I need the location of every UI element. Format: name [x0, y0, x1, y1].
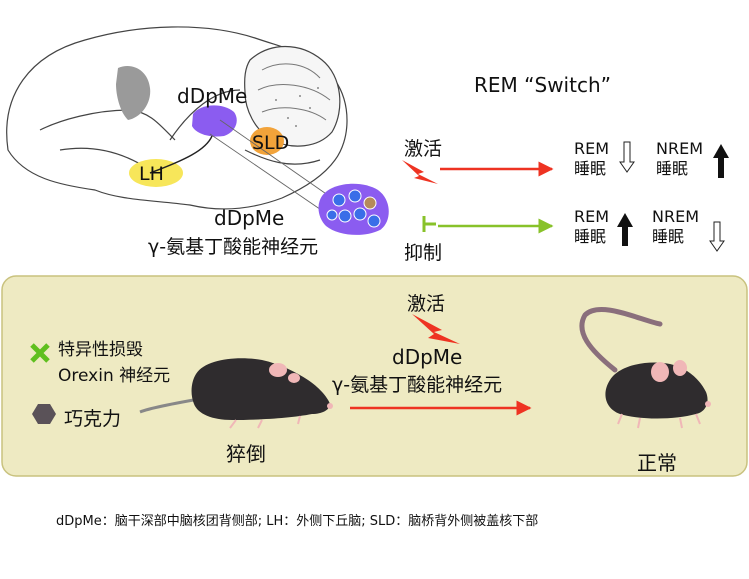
- chocolate-label: 巧克力: [64, 408, 122, 430]
- zoom-line-top: [219, 119, 333, 199]
- switch-title: REM “Switch”: [474, 73, 611, 97]
- ablation-label-line2: Orexin 神经元: [58, 366, 171, 386]
- inhibition-nrem-label: NREM: [652, 207, 699, 226]
- zoom-line-bottom: [209, 133, 331, 217]
- cataplexy-label: 猝倒: [226, 442, 266, 466]
- inhibition-label: 抑制: [404, 242, 443, 264]
- activation-rem: REM 睡眠: [574, 139, 609, 179]
- activation-nrem: NREM 睡眠: [656, 139, 703, 179]
- inhibition-nrem: NREM 睡眠: [652, 207, 699, 247]
- chocolate-hexagon-icon: [32, 404, 56, 424]
- activation-nrem-label: NREM: [656, 139, 703, 158]
- activation-nrem-sleep: 睡眠: [656, 159, 689, 178]
- sld-label: SLD: [252, 132, 290, 154]
- cataplexy-mouse-icon: [139, 358, 333, 429]
- lh-label: LH: [139, 163, 164, 185]
- activation-label: 激活: [404, 138, 443, 160]
- gaba-neuron-label: γ-氨基丁酸能神经元: [148, 236, 319, 258]
- ventricle: [116, 66, 151, 120]
- lightning-activate-icon: [402, 160, 438, 184]
- target-ddpme-label: dDpMe: [392, 345, 463, 369]
- knockout-x-icon: [30, 343, 50, 363]
- ablation-label-line1: 特异性损毁: [58, 340, 143, 360]
- hollow-down-arrow-icon: [709, 221, 725, 252]
- lightning-activate-icon: [412, 314, 460, 344]
- zoom-ddpme-label: dDpMe: [214, 206, 285, 230]
- inhibition-nrem-sleep: 睡眠: [652, 227, 685, 246]
- inhibition-rem: REM 睡眠: [574, 207, 609, 247]
- ddpme-zoom-inset: [318, 183, 389, 235]
- target-gaba-label: γ-氨基丁酸能神经元: [332, 374, 503, 396]
- sld-region: [250, 127, 284, 155]
- activation-rem-sleep: 睡眠: [574, 159, 607, 178]
- lh-projection-line: [149, 135, 213, 174]
- normal-mouse-icon: [579, 307, 711, 429]
- inhibition-rem-sleep: 睡眠: [574, 227, 607, 246]
- ddpme-region: [192, 105, 237, 137]
- cerebellum: [244, 45, 341, 147]
- activation-rem-label: REM: [574, 139, 610, 158]
- bottom-panel: [1, 275, 748, 477]
- figure-caption: dDpMe：脑干深部中脑核团背侧部; LH：外侧下丘脑; SLD：脑桥背外侧被盖…: [56, 514, 539, 529]
- inhibit-bar-icon: [422, 216, 436, 232]
- normal-label: 正常: [637, 451, 677, 475]
- inhibition-rem-label: REM: [574, 207, 610, 226]
- solid-up-arrow-icon: [617, 213, 633, 246]
- solid-up-arrow-icon: [713, 144, 729, 178]
- hollow-down-arrow-icon: [619, 141, 635, 173]
- ddpme-label: dDpMe: [177, 84, 248, 108]
- bottom-activate-label: 激活: [407, 293, 446, 315]
